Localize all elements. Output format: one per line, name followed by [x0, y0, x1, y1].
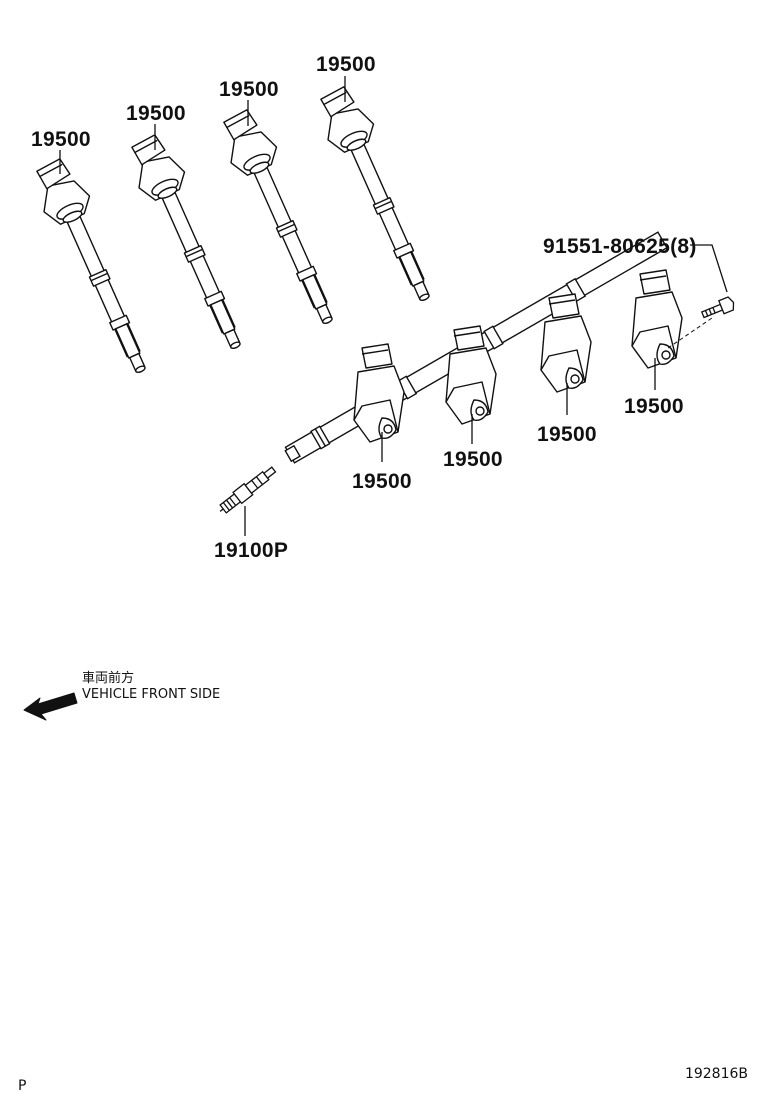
page-code: P — [18, 1078, 27, 1094]
rail-coil-4 — [631, 269, 683, 369]
drawing-number: 192816B — [684, 1066, 748, 1082]
part-label-bolt: 91551-80625(8) — [543, 235, 697, 258]
rail-coil-1 — [353, 343, 405, 443]
part-label-coil-4: 19500 — [316, 53, 376, 76]
part-label-coil-3: 19500 — [219, 78, 279, 101]
coil-rail-assembly — [284, 231, 683, 464]
ignition-coil-4 — [310, 81, 449, 311]
spark-plug — [219, 466, 277, 514]
vehicle-front-label: VEHICLE FRONT SIDE — [82, 687, 221, 702]
bolt — [700, 296, 735, 319]
part-label-rail-coil-3: 19500 — [537, 423, 597, 446]
part-label-rail-coil-4: 19500 — [624, 395, 684, 418]
part-label-coil-1: 19500 — [31, 128, 91, 151]
part-label-spark-plug: 19100P — [214, 539, 288, 562]
part-label-rail-coil-2: 19500 — [443, 448, 503, 471]
arrow-left-icon — [23, 692, 78, 721]
part-label-rail-coil-1: 19500 — [352, 470, 412, 493]
vehicle-front-label-japanese: 車両前方 — [82, 671, 135, 686]
part-label-coil-2: 19500 — [126, 102, 186, 125]
